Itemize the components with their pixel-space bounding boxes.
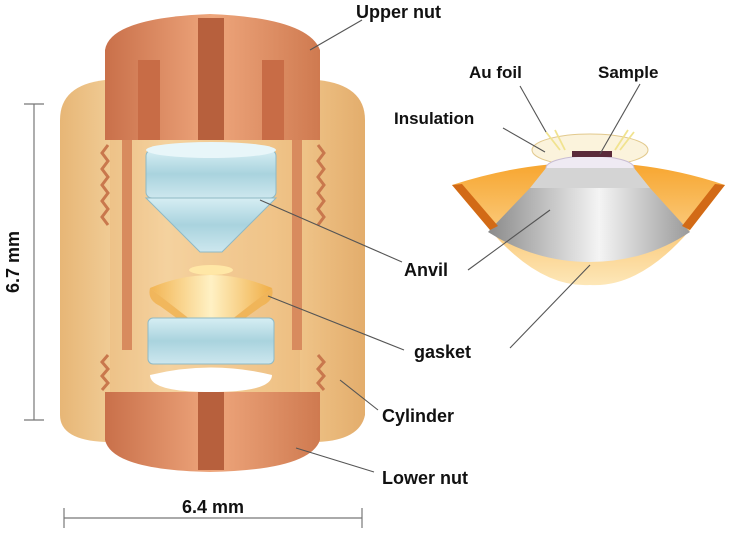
label-insulation: Insulation: [394, 109, 474, 128]
leader-insulation: [502, 127, 546, 153]
upper-anvil: [144, 142, 278, 253]
leader-gasket-left: [267, 295, 405, 351]
lower-anvil: [147, 317, 275, 365]
height-label: 6.7 mm: [3, 231, 23, 293]
label-lower-nut: Lower nut: [382, 468, 468, 488]
lower-opening: [150, 367, 272, 392]
upper-nut: [100, 14, 326, 226]
width-dimension: 6.4 mm: [63, 497, 363, 528]
gasket-part: [149, 265, 273, 332]
leader-au-foil: [519, 85, 547, 133]
label-anvil: Anvil: [404, 260, 448, 280]
label-sample: Sample: [598, 63, 658, 82]
leader-lower-nut: [295, 447, 375, 473]
anvil-closeup: [452, 129, 725, 286]
width-label: 6.4 mm: [182, 497, 244, 517]
lower-nut: [100, 354, 326, 472]
leader-anvil-left: [259, 199, 403, 263]
bore-wall-right: [292, 140, 302, 350]
leader-sample: [599, 83, 641, 155]
leader-upper-nut: [309, 19, 363, 51]
bore-wall-left: [122, 140, 132, 350]
label-au-foil: Au foil: [469, 63, 522, 82]
label-gasket: gasket: [414, 342, 471, 362]
label-cylinder: Cylinder: [382, 406, 454, 426]
leader-gasket-right: [509, 264, 591, 349]
height-dimension: 6.7 mm: [3, 103, 44, 421]
leader-cylinder: [339, 379, 379, 411]
label-upper-nut: Upper nut: [356, 2, 441, 22]
leader-anvil-right: [467, 209, 551, 271]
